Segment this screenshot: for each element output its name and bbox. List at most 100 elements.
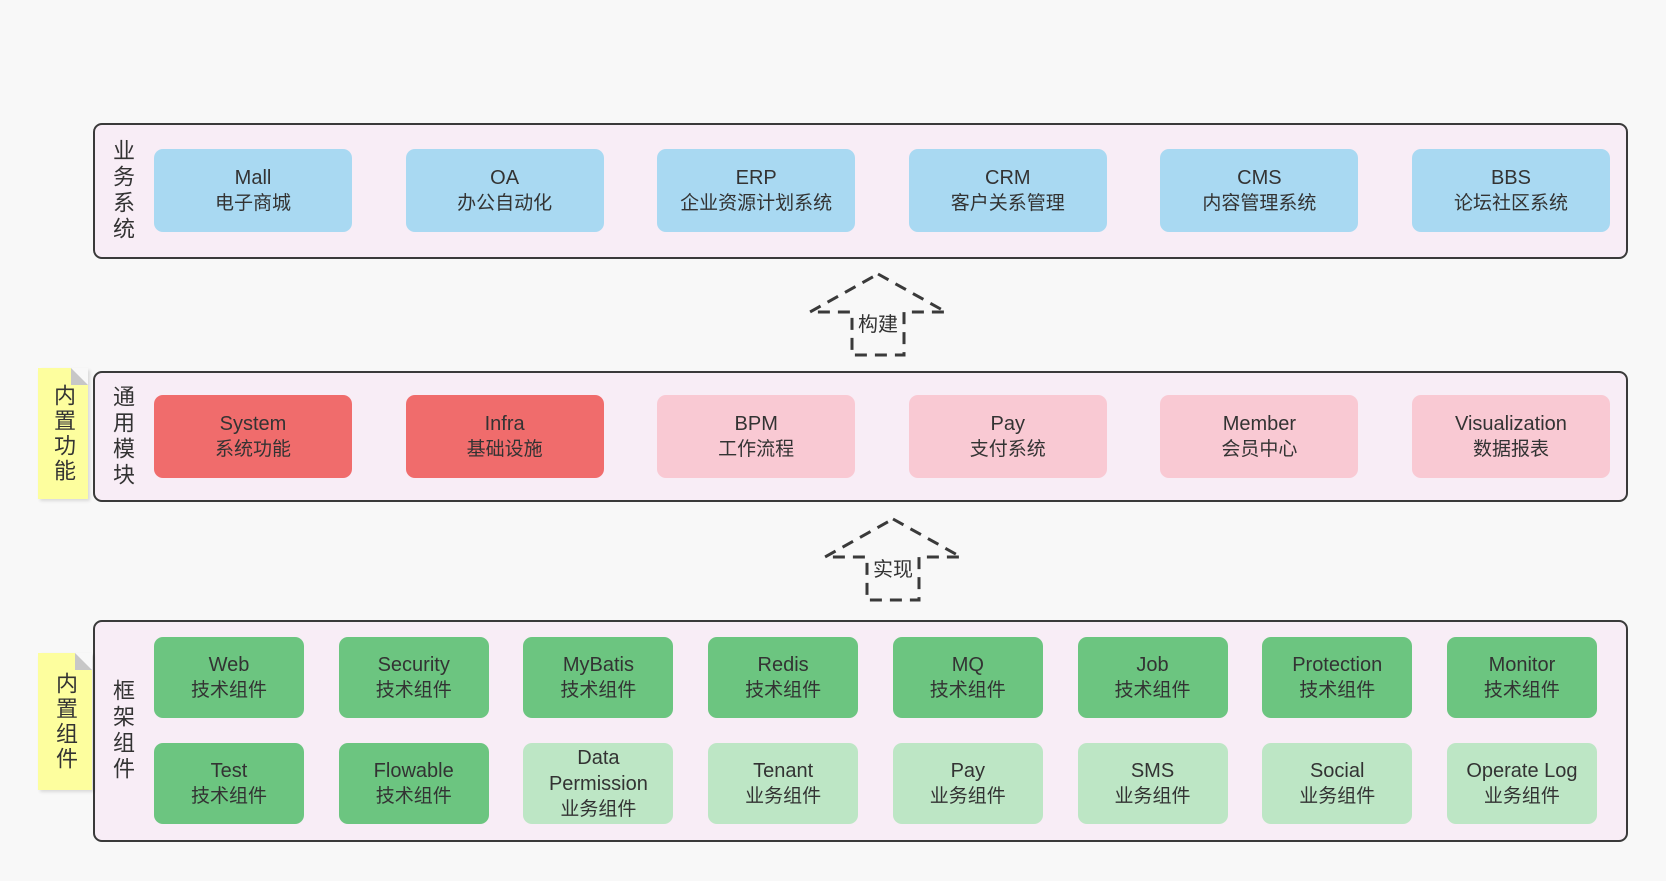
sticky-note-builtin-components: 内置组件 <box>38 653 92 790</box>
node-subtitle: 技术组件 <box>1483 679 1560 701</box>
node-bpm: BPM 工作流程 <box>657 395 856 478</box>
node-test: Test 技术组件 <box>154 743 304 824</box>
node-crm: CRM 客户关系管理 <box>908 149 1107 232</box>
node-mall: Mall 电子商城 <box>154 149 352 232</box>
node-subtitle: 系统功能 <box>214 438 291 460</box>
node-title: Redis <box>757 653 809 676</box>
node-subtitle: 技术组件 <box>375 679 452 701</box>
band-common-modules: 通用模块 System 系统功能 Infra 基础设施 BPM 工作流程 Pay… <box>93 371 1628 502</box>
node-title: Mall <box>234 166 272 189</box>
node-subtitle: 业务组件 <box>1483 785 1560 807</box>
sticky-note-text: 内置组件 <box>53 671 78 772</box>
sticky-note-text: 内置功能 <box>51 383 76 484</box>
node-subtitle: 技术组件 <box>1299 679 1376 701</box>
node-subtitle: 技术组件 <box>190 785 267 807</box>
node-title: Flowable <box>373 759 454 782</box>
arrow-label-implement: 实现 <box>869 557 917 583</box>
node-data-permission: Data Permission 业务组件 <box>523 743 674 824</box>
node-pay-component: Pay 业务组件 <box>892 743 1043 824</box>
node-visualization: Visualization 数据报表 <box>1411 395 1610 478</box>
node-title: BBS <box>1490 166 1531 189</box>
node-title: CRM <box>985 166 1031 189</box>
node-infra: Infra 基础设施 <box>405 395 604 478</box>
node-mybatis: MyBatis 技术组件 <box>523 637 674 718</box>
node-subtitle: 业务组件 <box>1114 785 1191 807</box>
node-protection: Protection 技术组件 <box>1262 637 1413 718</box>
node-subtitle: 技术组件 <box>929 679 1006 701</box>
band-label-framework-components: 框架组件 <box>110 679 135 783</box>
node-title: CMS <box>1237 166 1282 189</box>
node-subtitle: 支付系统 <box>969 438 1046 460</box>
node-subtitle: 业务组件 <box>560 798 637 820</box>
node-title: Operate Log <box>1466 759 1578 782</box>
node-title: Job <box>1136 653 1169 676</box>
arrow-label-build: 构建 <box>854 312 902 338</box>
node-subtitle: 技术组件 <box>560 679 637 701</box>
node-subtitle: 办公自动化 <box>457 192 553 214</box>
node-title: Social <box>1309 759 1365 782</box>
node-subtitle: 会员中心 <box>1221 438 1298 460</box>
node-subtitle: 技术组件 <box>375 785 452 807</box>
node-pay-system: Pay 支付系统 <box>908 395 1107 478</box>
node-subtitle: 技术组件 <box>1114 679 1191 701</box>
node-title: Visualization <box>1455 412 1567 435</box>
node-subtitle: 论坛社区系统 <box>1453 192 1568 214</box>
node-security: Security 技术组件 <box>338 637 489 718</box>
node-redis: Redis 技术组件 <box>708 637 859 718</box>
node-member: Member 会员中心 <box>1160 395 1359 478</box>
node-title: MQ <box>951 653 984 676</box>
node-flowable: Flowable 技术组件 <box>338 743 489 824</box>
node-title: Infra <box>484 412 525 435</box>
node-title: SMS <box>1130 759 1175 782</box>
node-title: Protection <box>1292 653 1383 676</box>
arrow-build: 构建 <box>808 272 948 358</box>
node-title: BPM <box>734 412 778 435</box>
node-title: System <box>219 412 287 435</box>
node-subtitle: 基础设施 <box>466 438 543 460</box>
node-title: Security <box>377 653 450 676</box>
node-subtitle: 技术组件 <box>190 679 267 701</box>
node-monitor: Monitor 技术组件 <box>1446 637 1597 718</box>
node-subtitle: 技术组件 <box>745 679 822 701</box>
band-business-systems: 业务系统 Mall 电子商城 OA 办公自动化 ERP 企业资源计划系统 CRM… <box>93 123 1628 259</box>
node-subtitle: 内容管理系统 <box>1202 192 1317 214</box>
node-title: Pay <box>990 412 1026 435</box>
node-web: Web 技术组件 <box>154 637 304 718</box>
node-job: Job 技术组件 <box>1077 637 1228 718</box>
node-title: Member <box>1222 412 1297 435</box>
node-subtitle: 业务组件 <box>1299 785 1376 807</box>
up-arrow-icon <box>808 272 948 357</box>
node-social: Social 业务组件 <box>1262 743 1413 824</box>
band1-row: Mall 电子商城 OA 办公自动化 ERP 企业资源计划系统 CRM 客户关系… <box>154 149 1610 232</box>
band-framework-components: 框架组件 Web 技术组件 Security 技术组件 MyBatis 技术组件… <box>93 620 1628 842</box>
node-system: System 系统功能 <box>154 395 352 478</box>
node-oa: OA 办公自动化 <box>405 149 604 232</box>
node-bbs: BBS 论坛社区系统 <box>1411 149 1610 232</box>
arrow-implement: 实现 <box>823 517 963 603</box>
node-erp: ERP 企业资源计划系统 <box>657 149 856 232</box>
node-title: Monitor <box>1488 653 1556 676</box>
node-subtitle: 业务组件 <box>929 785 1006 807</box>
node-subtitle: 企业资源计划系统 <box>680 192 833 214</box>
node-title: ERP <box>735 166 777 189</box>
node-operate-log: Operate Log 业务组件 <box>1446 743 1597 824</box>
up-arrow-icon <box>823 517 963 602</box>
node-subtitle: 数据报表 <box>1472 438 1549 460</box>
sticky-note-builtin-features: 内置功能 <box>38 368 88 499</box>
node-subtitle: 工作流程 <box>718 438 795 460</box>
node-title: Tenant <box>753 759 814 782</box>
band-label-common-modules: 通用模块 <box>110 384 135 489</box>
band3-row-2: Test 技术组件 Flowable 技术组件 Data Permission … <box>154 743 1597 824</box>
folded-corner-icon <box>71 368 88 385</box>
node-cms: CMS 内容管理系统 <box>1160 149 1359 232</box>
node-mq: MQ 技术组件 <box>892 637 1043 718</box>
folded-corner-icon <box>75 653 92 670</box>
node-title: Pay <box>950 759 986 782</box>
node-subtitle: 电子商城 <box>214 192 291 214</box>
node-title: OA <box>490 166 520 189</box>
node-subtitle: 客户关系管理 <box>950 192 1065 214</box>
band2-row: System 系统功能 Infra 基础设施 BPM 工作流程 Pay 支付系统… <box>154 395 1610 478</box>
node-title: Test <box>210 759 248 782</box>
band-label-business-systems: 业务系统 <box>110 139 135 243</box>
node-sms: SMS 业务组件 <box>1077 743 1228 824</box>
